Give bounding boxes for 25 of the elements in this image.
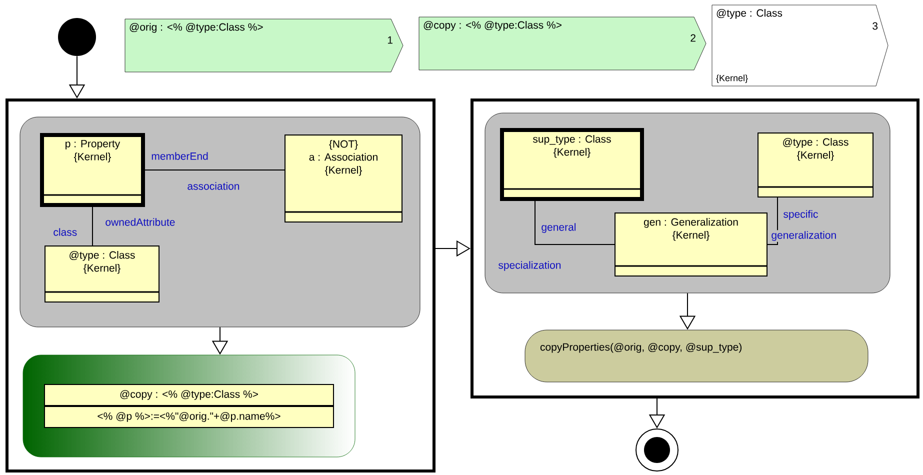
- association-line: [92, 206, 93, 246]
- parameter-box: @orig : <% @type:Class %> 1: [124, 18, 404, 72]
- role-label: general: [540, 222, 578, 234]
- class-box: {NOT} a : Association {Kernel}: [284, 134, 402, 222]
- class-box: @type : Class {Kernel}: [758, 132, 874, 198]
- parameter-box: @type : Class 3 {Kernel}: [712, 4, 888, 86]
- parameter-box: @copy : <% @type:Class %> 2: [418, 16, 706, 70]
- action-box: @copy : <% @type:Class %> <% @p %>:=<%"@orig."+@p.name%>: [22, 354, 356, 458]
- role-label: association: [186, 181, 241, 191]
- role-label: generalization: [770, 230, 838, 242]
- association-line: [534, 200, 615, 245]
- role-label: memberEnd: [150, 151, 210, 161]
- role-label: ownedAttribute: [104, 217, 176, 227]
- activity-frame: [470, 98, 920, 398]
- class-box: p : Property {Kernel}: [40, 133, 145, 207]
- final-node: [636, 428, 678, 472]
- class-box: gen : Generalization {Kernel}: [614, 212, 768, 276]
- role-label: class: [52, 227, 78, 237]
- activity-frame: [6, 98, 436, 472]
- role-label: specialization: [497, 260, 562, 272]
- action-box: copyProperties(@orig, @copy, @sup_type): [524, 330, 868, 382]
- class-box: @type : Class {Kernel}: [44, 246, 160, 302]
- initial-node: [58, 18, 96, 56]
- role-label: specific: [782, 209, 820, 221]
- class-box: sup_type : Class {Kernel}: [500, 128, 644, 201]
